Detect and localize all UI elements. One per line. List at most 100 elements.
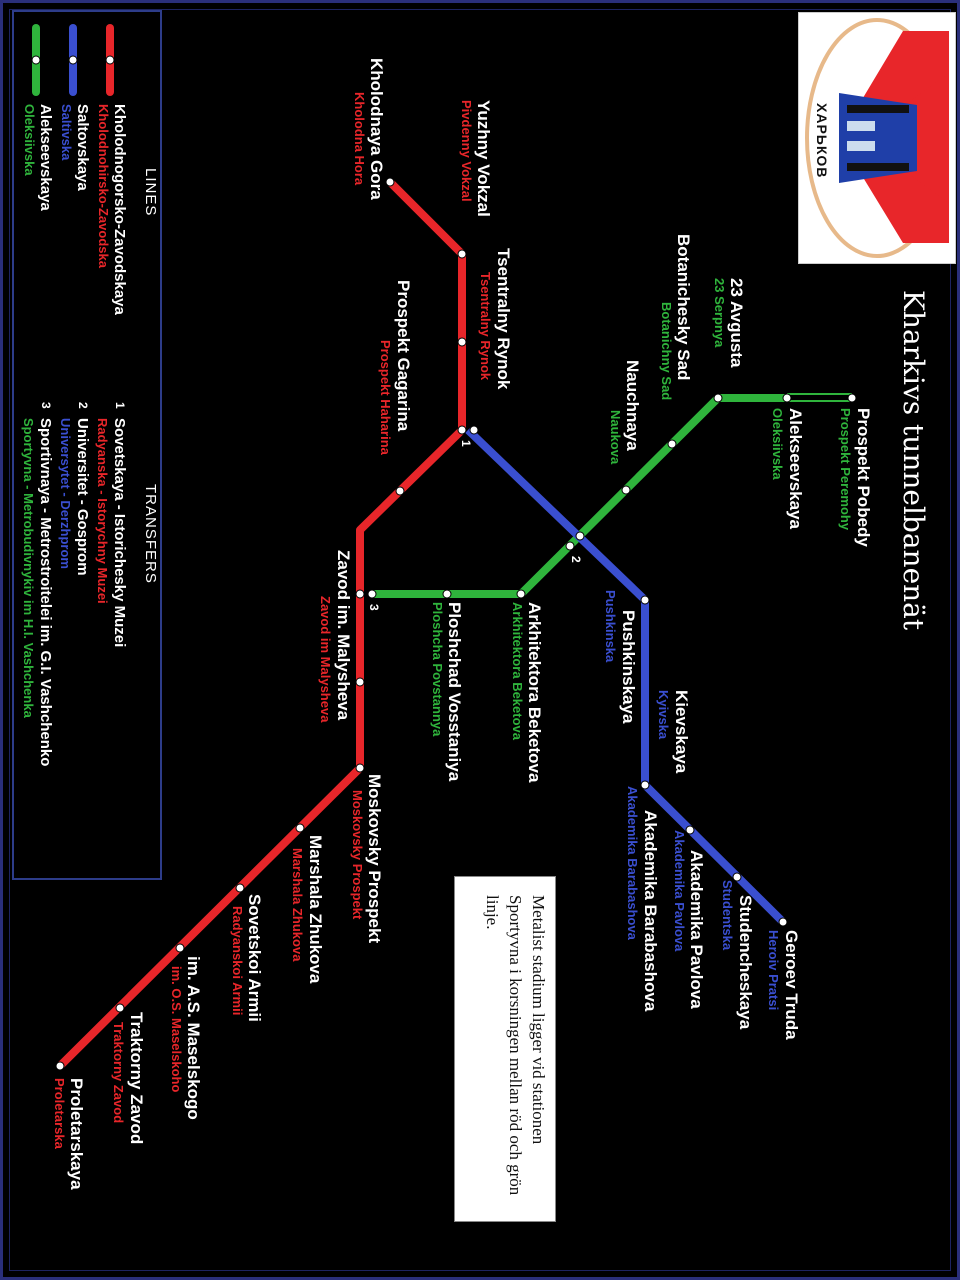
- station-label-ploshchad-vosstaniya: Ploshchad Vosstaniya: [445, 602, 464, 782]
- station-dot-gosprom: [565, 541, 575, 551]
- legend-line-blue-name: Saltovskaya: [74, 104, 91, 191]
- station-dot-sportivnaya: [355, 589, 365, 599]
- station-sublabel-maselskogo: im. O.S. Maselskoho: [169, 966, 184, 1093]
- legend-box: [12, 10, 162, 880]
- station-dot-studencheskaya: [732, 872, 742, 882]
- station-label-akademika-barabashova: Akademika Barabashova: [641, 810, 660, 1012]
- station-sublabel-kievskaya: Kyivska: [656, 690, 671, 740]
- transfer-marker-2: 2: [569, 556, 583, 563]
- station-dot-prospekt-gagarina: [395, 486, 405, 496]
- station-sublabel-alekseevskaya: Oleksiivska: [770, 408, 785, 480]
- station-dot-marshala-zhukova: [295, 823, 305, 833]
- station-label-studencheskaya: Studencheskaya: [736, 895, 755, 1030]
- station-dot-sovetskoi-armii: [235, 883, 245, 893]
- station-label-botanichesky-sad: Botanichesky Sad: [674, 234, 693, 381]
- station-label-nauchnaya: Nauchnaya: [623, 360, 642, 451]
- station-dot-sovetskaya: [457, 425, 467, 435]
- transfer-marker-3: 3: [367, 604, 381, 611]
- station-label-proletarskaya: Proletarskaya: [67, 1078, 86, 1190]
- station-dot-geroev-truda: [778, 917, 788, 927]
- metro-m-logo-icon: [805, 18, 949, 258]
- station-sublabel-proletarskaya: Proletarska: [52, 1078, 67, 1149]
- station-sublabel-moskovsky-prospekt: Moskovsky Prospekt: [350, 790, 365, 920]
- info-note: Metalist stadium ligger vid stationen Sp…: [454, 876, 556, 1222]
- station-dot-nauchnaya: [621, 485, 631, 495]
- station-sublabel-traktorny-zavod: Traktorny Zavod: [111, 1022, 126, 1124]
- legend-transfer-1-sub: Radyanska - Istorychny Muzei: [95, 418, 110, 604]
- kharkiv-metro-logo: ХАРЬКОВ: [798, 12, 956, 264]
- station-label-moskovsky-prospekt: Moskovsky Prospekt: [365, 774, 384, 944]
- legend-line-green-name: Alekseevskaya: [37, 104, 54, 211]
- station-label-marshala-zhukova: Marshala Zhukova: [306, 835, 325, 984]
- station-sublabel-23-avgusta: 23 Serpnya: [712, 278, 727, 348]
- legend-transfer-3-num: 3: [39, 402, 53, 409]
- station-label-akademika-pavlova: Akademika Pavlova: [687, 850, 706, 1009]
- station-dot-zavod-malysheva: [355, 677, 365, 687]
- legend-line-green-sub: Oleksiivska: [22, 104, 37, 176]
- station-dot-ploshchad-vosstaniya: [442, 589, 452, 599]
- station-label-prospekt-pobedy: Prospekt Pobedy: [854, 408, 873, 547]
- legend-transfer-3-main: Sportivnaya - Metrostroitelei im. G.I. V…: [37, 418, 54, 767]
- legend-transfer-1-main: Sovetskaya - Istorichesky Muzei: [111, 418, 128, 648]
- station-sublabel-studencheskaya: Studentska: [720, 880, 735, 951]
- station-sublabel-pushkinskaya: Pushkinska: [603, 590, 618, 663]
- legend-transfer-2-num: 2: [76, 402, 90, 409]
- station-sublabel-zavod-malysheva: Zavod im Malysheva: [318, 596, 333, 723]
- station-label-tsentralny-rynok: Tsentralny Rynok: [494, 248, 513, 390]
- station-sublabel-nauchnaya: Naukova: [608, 410, 623, 465]
- legend-transfer-2-sub: Universytet - Derzhprom: [58, 418, 73, 569]
- legend-transfer-2-main: Universitet - Gosprom: [74, 418, 91, 576]
- station-dot-23-avgusta: [713, 393, 723, 403]
- map-title: Kharkivs tunnelbanenät: [897, 290, 930, 631]
- legend-line-red-sub: Kholodnohirsko-Zavodska: [96, 104, 111, 268]
- station-label-kievskaya: Kievskaya: [672, 690, 691, 774]
- station-label-23-avgusta: 23 Avgusta: [727, 278, 746, 368]
- station-sublabel-geroev-truda: Heroiv Pratsi: [766, 930, 781, 1011]
- station-label-maselskogo: im. A.S. Maselskogo: [184, 956, 203, 1120]
- legend-transfers-heading: TRANSFERS: [142, 484, 159, 584]
- green-line: [372, 394, 787, 598]
- transfer-marker-1: 1: [459, 440, 473, 447]
- station-dot-arkhitektora-beketova: [516, 589, 526, 599]
- station-label-alekseevskaya: Alekseevskaya: [786, 408, 805, 530]
- logo-city-name: ХАРЬКОВ: [814, 103, 830, 179]
- station-sublabel-marshala-zhukova: Marshala Zhukova: [290, 848, 305, 962]
- station-dot-prospekt-pobedy: [847, 393, 857, 403]
- station-label-kholodnaya-gora: Kholodnaya Gora: [367, 58, 386, 200]
- station-dot-akademika-pavlova: [685, 825, 695, 835]
- station-sublabel-tsentralny-rynok: Tsentralny Rynok: [478, 272, 493, 381]
- station-dot-alekseevskaya: [782, 393, 792, 403]
- station-sublabel-yuzhny-vokzal: Pivdenny Vokzal: [459, 100, 474, 202]
- station-dot-universitet: [575, 531, 585, 541]
- station-dot-metrostroitelei: [367, 589, 377, 599]
- legend-lines-heading: LINES: [142, 168, 159, 217]
- station-sublabel-arkhitektora-beketova: Arkhitektora Beketova: [510, 602, 525, 740]
- station-dot-yuzhny-vokzal: [457, 249, 467, 259]
- legend-line-red-name: Kholodnogorsko-Zavodskaya: [111, 104, 128, 315]
- station-label-zavod-malysheva: Zavod im. Malysheva: [334, 550, 353, 721]
- station-dot-traktorny-zavod: [115, 1003, 125, 1013]
- station-dot-moskovsky-prospekt: [355, 763, 365, 773]
- station-label-arkhitektora-beketova: Arkhitektora Beketova: [525, 602, 544, 783]
- station-sublabel-kholodnaya-gora: Kholodna Hora: [352, 92, 367, 186]
- station-sublabel-sovetskoi-armii: Radyanskoi Armii: [230, 906, 245, 1016]
- station-label-sovetskoi-armii: Sovetskoi Armii: [245, 894, 264, 1022]
- station-sublabel-akademika-barabashova: Akademika Barabashova: [625, 786, 640, 940]
- station-sublabel-ploshchad-vosstaniya: Ploshcha Povstannya: [430, 602, 445, 737]
- station-dot-botanichesky-sad: [667, 439, 677, 449]
- station-dot-kievskaya: [640, 780, 650, 790]
- station-sublabel-prospekt-gagarina: Prospekt Haharina: [378, 340, 393, 455]
- station-dot-kholodnaya-gora: [385, 177, 395, 187]
- station-label-pushkinskaya: Pushkinskaya: [619, 610, 638, 724]
- red-line: [57, 179, 466, 1069]
- station-label-prospekt-gagarina: Prospekt Gagarina: [394, 280, 413, 432]
- station-dot-proletarskaya: [55, 1061, 65, 1071]
- station-dot-tsentralny-rynok: [457, 337, 467, 347]
- station-sublabel-botanichesky-sad: Botanichny Sad: [659, 302, 674, 401]
- info-note-text: Metalist stadium ligger vid stationen Sp…: [483, 895, 548, 1196]
- station-sublabel-akademika-pavlova: Akademika Pavlova: [672, 830, 687, 952]
- station-sublabel-prospekt-pobedy: Prospekt Peremohy: [838, 408, 853, 531]
- station-label-traktorny-zavod: Traktorny Zavod: [127, 1012, 146, 1145]
- station-label-geroev-truda: Geroev Truda: [782, 930, 801, 1040]
